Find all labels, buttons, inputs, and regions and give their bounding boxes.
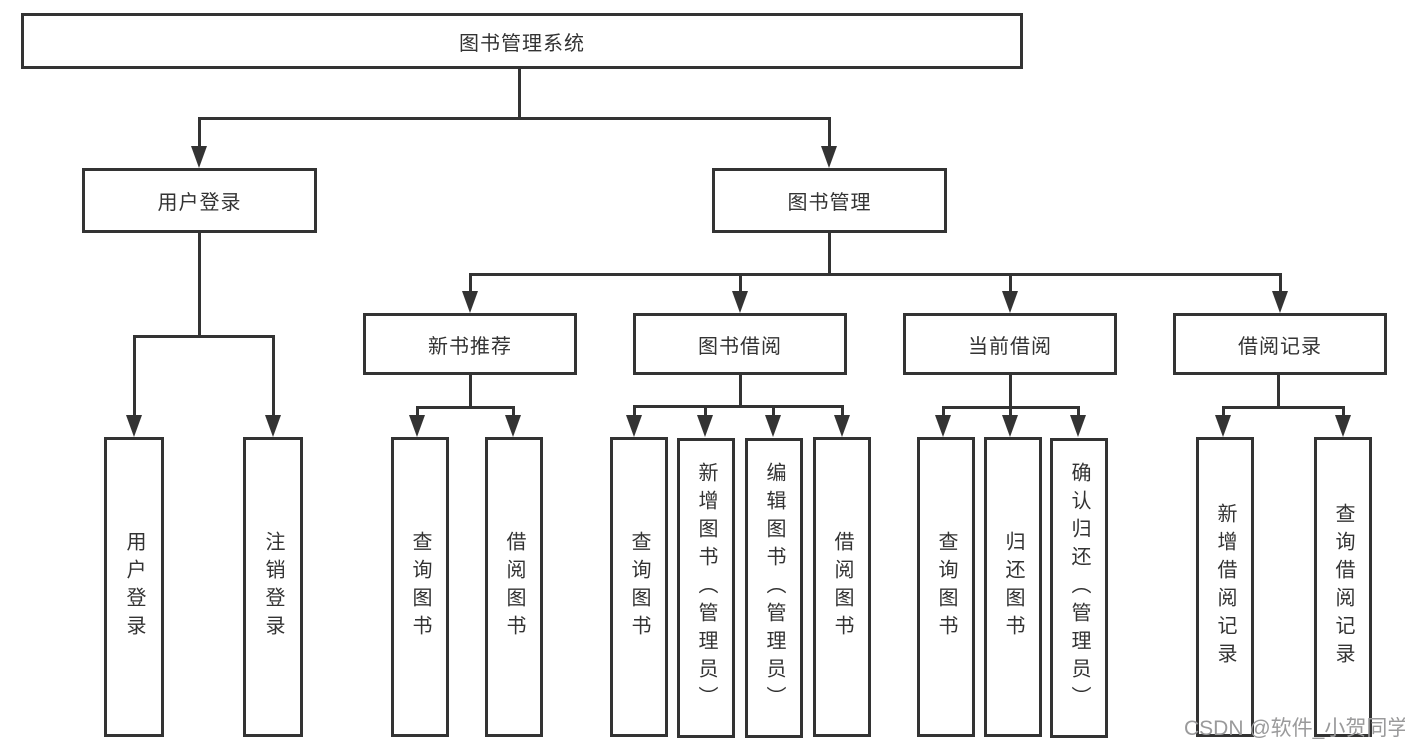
- connector-line: [469, 273, 1281, 276]
- connector-line: [1342, 406, 1345, 419]
- arrow-down-icon: [697, 415, 713, 437]
- connector-line: [469, 273, 472, 293]
- connector-line: [1279, 273, 1282, 293]
- csdn-watermark: CSDN @软件_小贺同学: [1184, 717, 1405, 740]
- arrow-down-icon: [626, 415, 642, 437]
- leaf-confirm-return-admin: 确认归还（管理员）: [1050, 438, 1108, 738]
- arrow-down-icon: [732, 291, 748, 313]
- connector-line: [1222, 406, 1345, 409]
- connector-line: [198, 117, 831, 120]
- connector-line: [469, 375, 472, 409]
- connector-line: [633, 405, 844, 408]
- connector-line: [133, 335, 275, 338]
- connector-line: [1277, 375, 1280, 409]
- connector-line: [1009, 406, 1012, 419]
- connector-line: [704, 405, 707, 419]
- leaf-return-book: 归还图书: [984, 437, 1042, 737]
- arrow-down-icon: [821, 146, 837, 168]
- arrow-down-icon: [1070, 415, 1086, 437]
- connector-line: [1009, 273, 1012, 293]
- connector-line: [942, 406, 945, 419]
- connector-line: [828, 117, 831, 150]
- connector-line: [772, 405, 775, 419]
- node-borrowing-records: 借阅记录: [1173, 313, 1387, 375]
- connector-line: [828, 233, 831, 275]
- connector-line: [416, 406, 515, 409]
- node-root-library-management-system: 图书管理系统: [21, 13, 1023, 69]
- arrow-down-icon: [409, 415, 425, 437]
- arrow-down-icon: [462, 291, 478, 313]
- connector-line: [841, 405, 844, 419]
- arrow-down-icon: [1335, 415, 1351, 437]
- node-book-borrowing: 图书借阅: [633, 313, 847, 375]
- connector-line: [518, 69, 521, 118]
- connector-line: [1009, 375, 1012, 409]
- leaf-logout: 注销登录: [243, 437, 303, 737]
- arrow-down-icon: [505, 415, 521, 437]
- connector-line: [633, 405, 636, 419]
- leaf-query-borrow-record: 查询借阅记录: [1314, 437, 1372, 737]
- arrow-down-icon: [834, 415, 850, 437]
- leaf-query-books-borrowing: 查询图书: [610, 437, 668, 737]
- connector-line: [416, 406, 419, 419]
- arrow-down-icon: [935, 415, 951, 437]
- leaf-query-books-current: 查询图书: [917, 437, 975, 737]
- leaf-user-login: 用户登录: [104, 437, 164, 737]
- connector-line: [739, 273, 742, 293]
- arrow-down-icon: [265, 415, 281, 437]
- leaf-add-book-admin: 新增图书（管理员）: [677, 438, 735, 738]
- node-current-borrowing: 当前借阅: [903, 313, 1117, 375]
- node-user-login: 用户登录: [82, 168, 317, 233]
- connector-line: [1222, 406, 1225, 419]
- connector-line: [739, 375, 742, 408]
- connector-line: [1077, 406, 1080, 419]
- leaf-borrow-books-borrowing: 借阅图书: [813, 437, 871, 737]
- leaf-query-books-recommend: 查询图书: [391, 437, 449, 737]
- connector-line: [512, 406, 515, 419]
- arrow-down-icon: [1002, 291, 1018, 313]
- arrow-down-icon: [765, 415, 781, 437]
- arrow-down-icon: [1215, 415, 1231, 437]
- leaf-add-borrow-record: 新增借阅记录: [1196, 437, 1254, 737]
- arrow-down-icon: [1002, 415, 1018, 437]
- arrow-down-icon: [191, 146, 207, 168]
- connector-line: [198, 233, 201, 337]
- leaf-edit-book-admin: 编辑图书（管理员）: [745, 438, 803, 738]
- arrow-down-icon: [1272, 291, 1288, 313]
- connector-line: [272, 335, 275, 419]
- connector-line: [133, 335, 136, 419]
- leaf-borrow-books-recommend: 借阅图书: [485, 437, 543, 737]
- node-new-book-recommendation: 新书推荐: [363, 313, 577, 375]
- arrow-down-icon: [126, 415, 142, 437]
- node-book-management: 图书管理: [712, 168, 947, 233]
- connector-line: [198, 117, 201, 150]
